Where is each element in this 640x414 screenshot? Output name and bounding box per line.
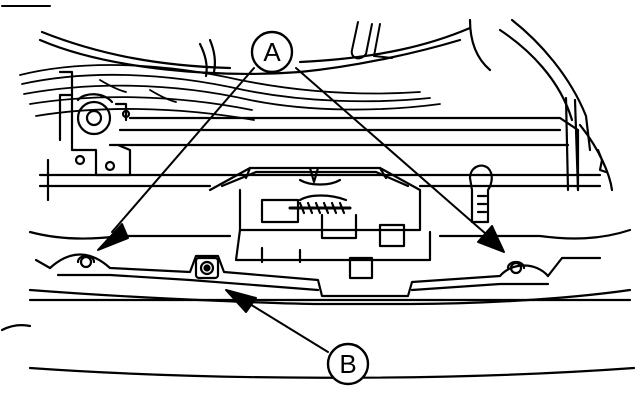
callout-b: B bbox=[326, 342, 370, 386]
bolt-hole-left bbox=[76, 254, 96, 269]
upper-crossmember bbox=[38, 116, 602, 202]
callout-a: A bbox=[250, 30, 294, 74]
callout-a-label: A bbox=[263, 37, 281, 67]
callout-b-label: B bbox=[339, 349, 356, 379]
leader-a-left bbox=[97, 67, 255, 251]
fastener-b bbox=[194, 256, 220, 280]
harness-marking bbox=[350, 21, 393, 60]
right-clip bbox=[468, 148, 608, 224]
bumper-curve bbox=[0, 324, 636, 379]
leader-b bbox=[225, 289, 329, 353]
bolt-hole-right bbox=[506, 260, 526, 275]
hood-outline bbox=[38, 18, 614, 192]
leader-a-right bbox=[295, 67, 505, 253]
wiring-harness bbox=[19, 64, 441, 121]
hood-latch-assembly bbox=[208, 166, 432, 262]
left-bracket bbox=[58, 70, 132, 177]
